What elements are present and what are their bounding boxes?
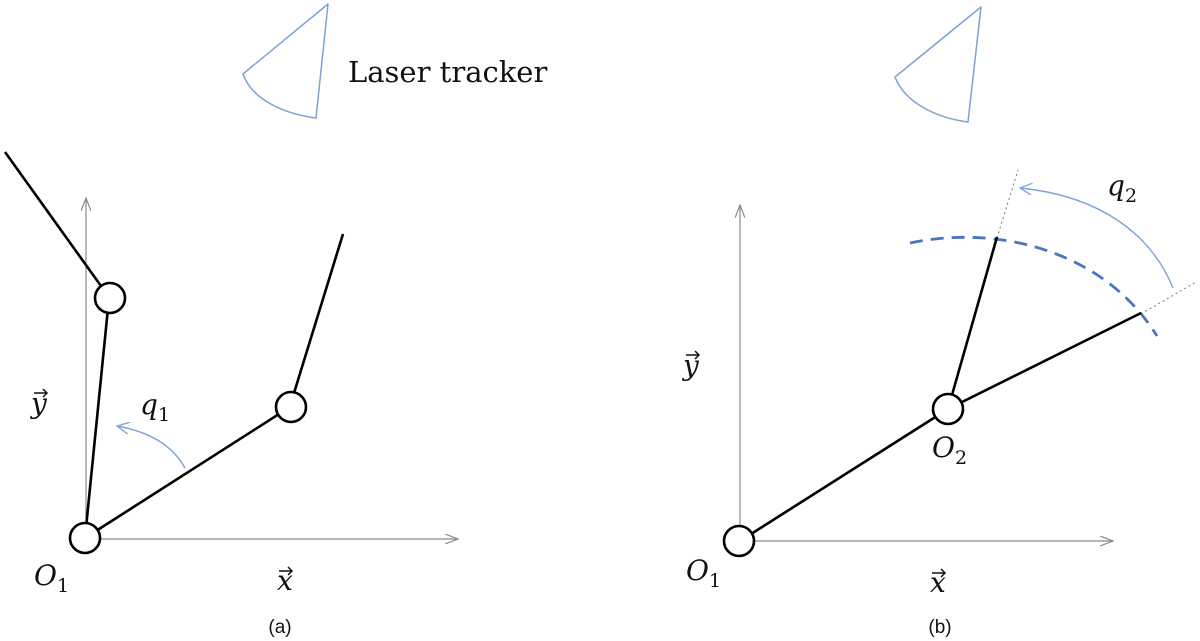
origin-label-a: O1 (34, 559, 69, 597)
x-axis-label-b: x (930, 566, 947, 599)
origin-b (722, 524, 756, 558)
joint-label-o2: O2 (932, 431, 967, 469)
origin-label-b: O1 (686, 554, 721, 592)
link-a-3 (84, 405, 291, 540)
panel-b: q2 y O2 O1 x (b) (681, 6, 1197, 638)
svg-text:y: y (681, 349, 700, 382)
link-b-3 (946, 236, 999, 410)
caption-a: (a) (268, 617, 291, 638)
origin-a (68, 521, 102, 555)
link-a-4 (292, 233, 345, 394)
dashed-arc (909, 235, 1159, 337)
joint-a-upper (93, 281, 127, 315)
laser-tracker-label: Laser tracker (348, 55, 547, 89)
link-a-1 (83, 297, 111, 539)
svg-text:y: y (29, 387, 48, 420)
reference-line-2 (1140, 281, 1197, 315)
svg-text:x: x (930, 566, 946, 599)
panel-a: Laser tracker q1 y O1 x (a) (3, 3, 547, 638)
x-axis-label-a: x (277, 564, 294, 597)
laser-tracker-icon (242, 3, 329, 119)
angle-label-q2: q2 (1107, 169, 1137, 207)
svg-text:x: x (277, 564, 293, 597)
caption-b: (b) (928, 617, 951, 638)
laser-tracker-icon-b (894, 6, 982, 123)
joint-a-right (274, 390, 308, 424)
angle-arc-q2 (1020, 188, 1174, 289)
reference-line-1 (996, 169, 1019, 239)
link-a-2 (3, 151, 103, 287)
link-b-1 (739, 407, 949, 543)
link-b-2 (947, 311, 1142, 411)
joint-b-o2 (931, 392, 965, 426)
y-axis-label-a: y (29, 387, 49, 420)
angle-arc-q1 (117, 426, 186, 469)
angle-label-q1: q1 (140, 388, 170, 426)
y-axis-label-b: y (681, 349, 701, 382)
